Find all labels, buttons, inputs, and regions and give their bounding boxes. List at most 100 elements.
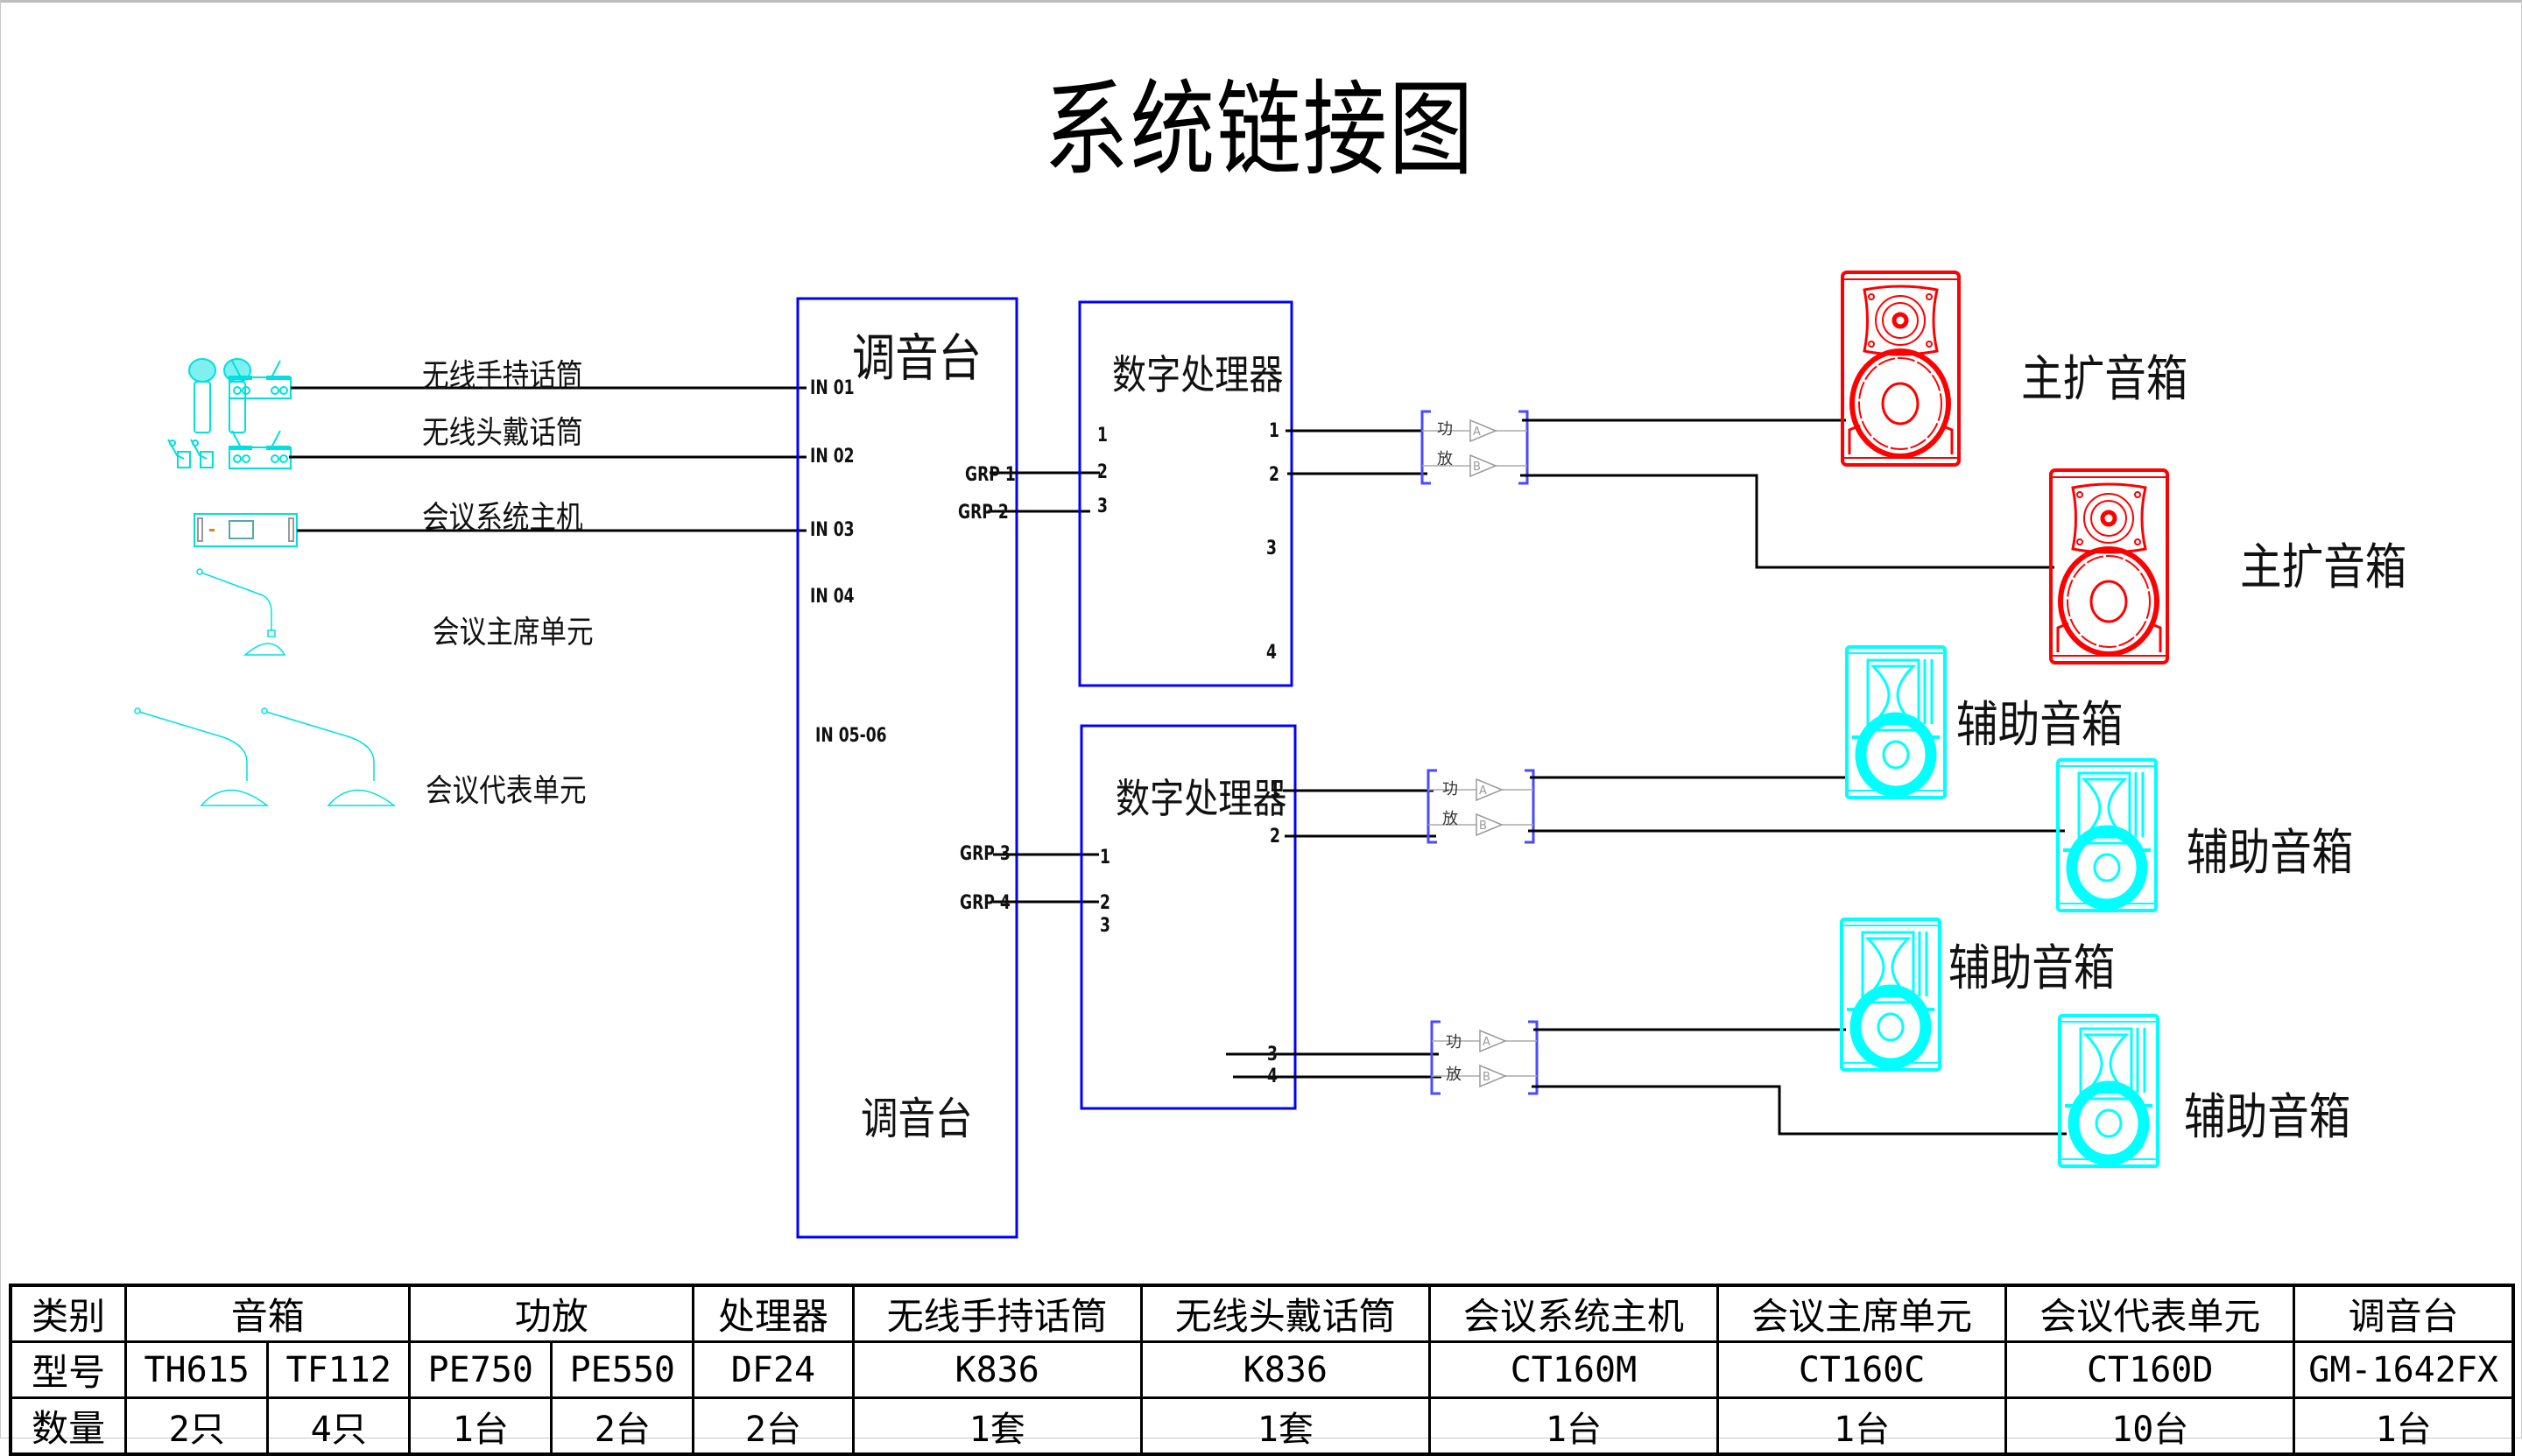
aux-speaker-label-1: 辅助音箱: [1956, 697, 2124, 754]
wireless-headset-mic-icon: [167, 439, 214, 468]
aux-speaker-label-3: 辅助音箱: [1948, 940, 2116, 997]
category-cell: 处理器: [692, 1284, 855, 1343]
dsp2-input-2: 2: [1100, 892, 1110, 914]
quantity-cell: 2台: [550, 1396, 695, 1456]
model-cell: CT160D: [2004, 1340, 2296, 1399]
wireless-handheld-mic-icon: [188, 358, 251, 433]
source-label-headset: 无线头戴话筒: [422, 415, 583, 451]
amp-channel-label: A: [1473, 426, 1481, 439]
quantity-cell: 1套: [851, 1396, 1143, 1456]
model-cell: PE550: [550, 1340, 695, 1399]
diagram-title: 系统链接图: [1044, 69, 1476, 190]
amp-channel-a-icon: [1479, 1029, 1507, 1053]
dsp2-output-3: 3: [1267, 1044, 1278, 1066]
amp-channel-a-icon: [1469, 419, 1497, 443]
source-label-host: 会议系统主机: [422, 500, 583, 536]
chairman-unit-icon: [196, 568, 286, 656]
model-cell: CT160M: [1427, 1340, 1720, 1399]
row-header-category: 类别: [9, 1284, 128, 1343]
amp2-label-fang: 放: [1442, 810, 1458, 828]
model-cell: DF24: [692, 1340, 855, 1399]
table-row-model: 型号 TH615 TF112 PE750 PE550 DF24 K836 K83…: [9, 1340, 2515, 1399]
dsp1-output-3: 3: [1266, 538, 1277, 559]
amp3-label-fang: 放: [1446, 1066, 1462, 1084]
category-cell: 会议代表单元: [2004, 1284, 2296, 1343]
dsp1-input-1: 1: [1097, 425, 1108, 447]
main-speaker-icon-1: [1841, 271, 1961, 467]
amp3-label-gong: 功: [1446, 1033, 1462, 1052]
mixer-group-grp2: GRP 2: [958, 502, 1009, 524]
aux-speaker-icon-3: [1840, 918, 1941, 1072]
aux-speaker-label-4: 辅助音箱: [2184, 1089, 2351, 1146]
category-cell: 功放: [408, 1284, 695, 1343]
dsp1-input-2: 2: [1097, 461, 1108, 483]
aux-speaker-label-2: 辅助音箱: [2187, 825, 2354, 882]
amp-channel-label: A: [1483, 1036, 1490, 1049]
dsp2-output-2: 2: [1270, 826, 1280, 848]
mixer-input-in02: IN 02: [810, 446, 855, 468]
equipment-table: 类别 音箱 功放 处理器 无线手持话筒 无线头戴话筒 会议系统主机 会议主席单元…: [9, 1284, 2515, 1456]
amp-channel-b-icon: [1476, 812, 1504, 837]
aux-speaker-icon-2: [2056, 758, 2158, 912]
source-label-chairman: 会议主席单元: [433, 615, 594, 651]
mixer-input-in01: IN 01: [810, 377, 855, 399]
delegate-unit-icon: [134, 707, 397, 806]
model-cell: K836: [1139, 1340, 1431, 1399]
quantity-cell: 4只: [266, 1396, 412, 1456]
quantity-cell: 2只: [124, 1396, 270, 1456]
amp-channel-label: A: [1479, 784, 1487, 798]
mixer-input-in05-06: IN 05-06: [815, 725, 887, 747]
amp-channel-a-icon: [1476, 777, 1504, 802]
amp-channel-b-icon: [1479, 1064, 1507, 1088]
dsp1-output-1: 1: [1269, 420, 1279, 442]
dsp1-output-2: 2: [1269, 464, 1279, 486]
source-label-delegate: 会议代表单元: [426, 773, 587, 809]
category-cell: 音箱: [124, 1284, 412, 1343]
amp-channel-label: B: [1473, 461, 1481, 474]
wireless-receiver-icon: [229, 360, 292, 399]
amp1-label-gong: 功: [1437, 420, 1453, 439]
quantity-cell: 1台: [2293, 1396, 2515, 1456]
amp-channel-label: B: [1483, 1071, 1490, 1084]
dsp2-input-3: 3: [1100, 915, 1110, 937]
dsp1-title: 数字处理器: [1112, 351, 1284, 398]
amplifier-3: AB: [1430, 1020, 1539, 1095]
dsp2-output-1: 1: [1270, 780, 1280, 802]
table-row-category: 类别 音箱 功放 处理器 无线手持话筒 无线头戴话筒 会议系统主机 会议主席单元…: [9, 1284, 2515, 1343]
quantity-cell: 1套: [1139, 1396, 1431, 1456]
dsp2-output-4: 4: [1267, 1066, 1278, 1087]
table-row-quantity: 数量 2只 4只 1台 2台 2台 1套 1套 1台 1台 10台 1台: [9, 1396, 2515, 1456]
source-cables: [289, 386, 807, 532]
model-cell: TF112: [266, 1340, 412, 1399]
mixer-title-top: 调音台: [852, 328, 982, 388]
category-cell: 调音台: [2293, 1284, 2515, 1343]
speaker-cables: [1520, 419, 2067, 1136]
quantity-cell: 2台: [692, 1396, 855, 1456]
dsp1-box: [1078, 300, 1293, 687]
row-header-model: 型号: [9, 1340, 128, 1399]
mixer-title-bottom: 调音台: [861, 1094, 973, 1144]
amplifier-1: AB: [1420, 410, 1529, 485]
model-cell: PE750: [408, 1340, 553, 1399]
category-cell: 无线手持话筒: [851, 1284, 1143, 1343]
quantity-cell: 10台: [2004, 1396, 2296, 1456]
model-cell: CT160C: [1716, 1340, 2008, 1399]
quantity-cell: 1台: [1427, 1396, 1720, 1456]
aux-speaker-icon-4: [2058, 1014, 2159, 1168]
main-speaker-label-2: 主扩音箱: [2240, 539, 2407, 596]
mixer-input-in03: IN 03: [810, 519, 855, 541]
mixer-input-in04: IN 04: [810, 586, 855, 608]
mixer-group-grp3: GRP 3: [960, 843, 1011, 865]
wireless-receiver-icon: [229, 430, 292, 469]
aux-speaker-icon-1: [1845, 645, 1947, 799]
dsp2-box: [1080, 724, 1297, 1110]
dsp1-input-3: 3: [1097, 496, 1108, 517]
speaker-group: [1840, 271, 2169, 1168]
amp2-label-gong: 功: [1442, 780, 1458, 798]
group-cables: [988, 471, 1100, 904]
main-speaker-label-1: 主扩音箱: [2021, 351, 2188, 408]
amp1-label-fang: 放: [1437, 450, 1453, 468]
amp-channel-label: B: [1479, 819, 1487, 833]
conference-host-icon: [194, 513, 298, 547]
